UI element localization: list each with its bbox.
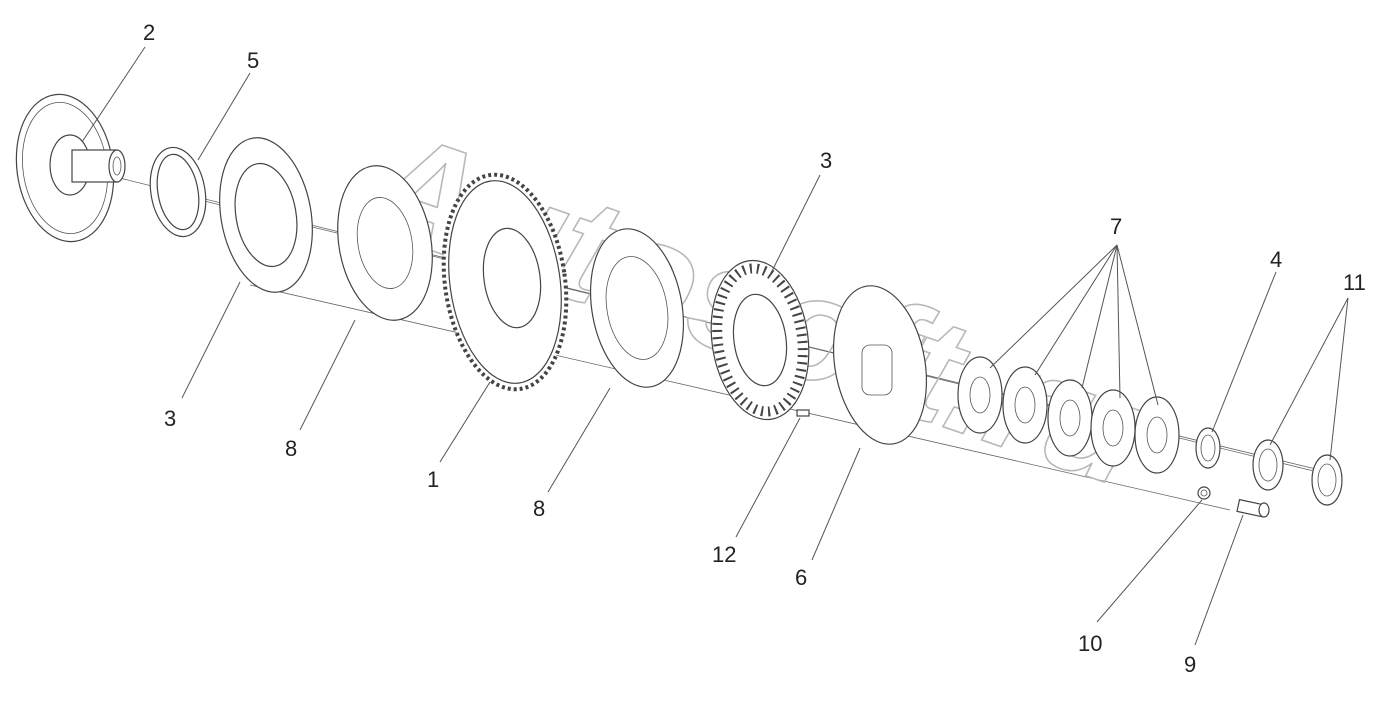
part-thrust-plate	[832, 285, 928, 445]
callout-11: 11	[1343, 270, 1366, 295]
part-pressure-plate-left	[337, 165, 433, 321]
callout-8-left: 8	[285, 436, 297, 461]
part-hub-flange	[15, 93, 126, 243]
callout-3-left: 3	[164, 406, 176, 431]
callout-7: 7	[1110, 214, 1122, 239]
part-bolt	[1236, 498, 1270, 518]
callout-6: 6	[795, 565, 807, 590]
part-spring-washers	[957, 356, 1180, 474]
callout-labels: 2 5 3 3 8 1 8 12 6 7 4 11 10 9	[143, 20, 1366, 677]
part-friction-disc	[710, 259, 810, 421]
callout-8-right: 8	[533, 496, 545, 521]
part-plate-left	[219, 137, 313, 293]
callout-2: 2	[143, 20, 155, 45]
leader-lines	[81, 46, 1349, 646]
callout-9: 9	[1184, 652, 1196, 677]
callout-3-right: 3	[820, 148, 832, 173]
part-pin	[796, 409, 810, 417]
part-sprocket	[441, 172, 569, 392]
part-ring	[149, 146, 207, 238]
part-pressure-plate-right	[589, 228, 685, 388]
part-nuts	[1252, 439, 1343, 506]
callout-4: 4	[1270, 247, 1282, 272]
part-small-nut	[1197, 486, 1211, 500]
callout-1: 1	[427, 467, 439, 492]
callout-12: 12	[712, 542, 736, 567]
part-small-ring	[1195, 427, 1221, 469]
callout-5: 5	[247, 48, 259, 73]
callout-10: 10	[1078, 631, 1102, 656]
